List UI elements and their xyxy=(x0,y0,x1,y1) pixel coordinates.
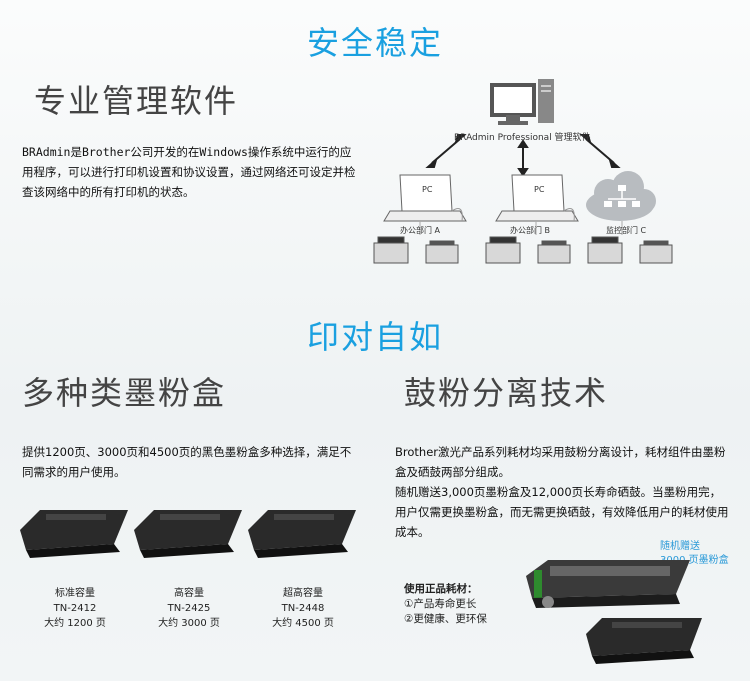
heading-management-software: 专业管理软件 xyxy=(34,82,239,120)
cartridge-model: TN-2412 xyxy=(53,603,97,614)
heading-drum-toner-separation: 鼓粉分离技术 xyxy=(404,374,609,412)
cartridge-type: 标准容量 xyxy=(55,588,95,599)
cartridge-paragraph: 提供1200页、3000页和4500页的黑色墨粉盒多种选择，满足不同需求的用户使… xyxy=(22,445,352,479)
diagram-graphics xyxy=(373,79,673,264)
section-title-safety: 安全稳定 xyxy=(306,24,443,62)
benefits: 使用正品耗材： ①产品寿命更长 ②更健康、更环保 xyxy=(404,582,487,627)
printer-icons xyxy=(373,236,673,264)
laptop-a-icon xyxy=(383,174,467,222)
toner-cartridge-icon xyxy=(134,510,242,558)
pc-b-label: PC xyxy=(534,185,545,194)
server-monitor-icon xyxy=(490,79,554,125)
cloud-icon xyxy=(586,171,656,221)
pc-a-label: PC xyxy=(422,185,433,194)
network-diagram: BRAdmin Professional 管理软件 PC PC 办公部门 A 办… xyxy=(360,75,680,275)
cartridge-model: TN-2448 xyxy=(281,603,325,614)
benefit-2: ②更健康、更环保 xyxy=(404,613,487,625)
cartridge-type: 超高容量 xyxy=(283,588,323,599)
cartridge-type: 高容量 xyxy=(174,588,204,599)
heading-cartridge-types: 多种类墨粉盒 xyxy=(22,374,227,412)
toner-cartridge-icon xyxy=(20,510,128,558)
cartridge-caption-standard: 标准容量 TN-2412 大约 1200 页 xyxy=(20,586,130,631)
cartridge-pages: 大约 4500 页 xyxy=(272,618,334,629)
cable-lines xyxy=(419,221,623,235)
dept-b-label: 办公部门 B xyxy=(510,226,551,235)
gift-line-1: 随机赠送 xyxy=(660,541,700,552)
benefits-title: 使用正品耗材： xyxy=(404,583,478,595)
cartridge-caption-high: 高容量 TN-2425 大约 3000 页 xyxy=(134,586,244,631)
dept-a-label: 办公部门 A xyxy=(400,226,441,235)
section-title-printing: 印对自如 xyxy=(306,318,443,356)
cartridge-images xyxy=(20,510,356,558)
cartridge-pages: 大约 3000 页 xyxy=(158,618,220,629)
dept-c-label: 监控部门 C xyxy=(606,226,647,235)
drum-paragraph-2: 随机赠送3,000页墨粉盒及12,000页长寿命硒鼓。当墨粉用完，用户仅需更换墨… xyxy=(395,485,729,539)
benefit-1: ①产品寿命更长 xyxy=(404,598,477,610)
toner-cartridge-icon xyxy=(586,618,702,664)
laptop-b-icon xyxy=(495,174,579,222)
cartridge-pages: 大约 1200 页 xyxy=(44,618,106,629)
drum-and-toner-image xyxy=(526,560,702,664)
management-paragraph: BRAdmin是Brother公司开发的在Windows操作系统中运行的应用程序… xyxy=(22,145,356,199)
gift-line-2: 3000 页墨粉盒 xyxy=(660,555,729,566)
drum-paragraph-1: Brother激光产品系列耗材均采用鼓粉分离设计，耗材组件由墨粉盒及硒鼓两部分组… xyxy=(395,445,726,479)
drum-unit-icon xyxy=(526,560,690,608)
gift-note: 随机赠送 3000 页墨粉盒 xyxy=(660,540,729,568)
server-label: BRAdmin Professional 管理软件 xyxy=(454,133,591,143)
cartridge-caption-super: 超高容量 TN-2448 大约 4500 页 xyxy=(248,586,358,631)
cartridge-model: TN-2425 xyxy=(167,603,211,614)
toner-cartridge-icon xyxy=(248,510,356,558)
arrow-icons xyxy=(425,134,621,177)
